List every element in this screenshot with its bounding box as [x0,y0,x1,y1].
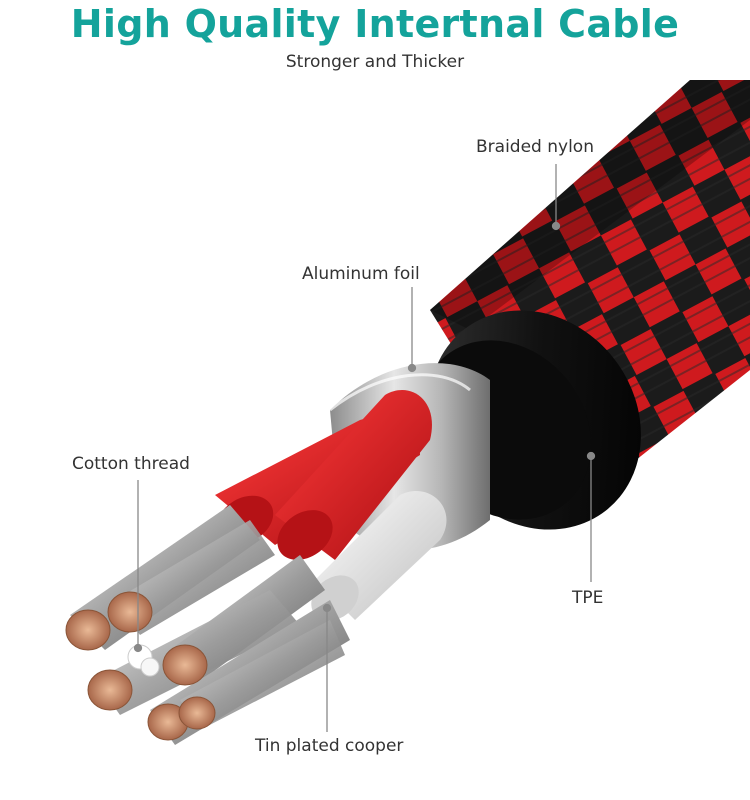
aluminum-foil-label: Aluminum foil [302,264,420,284]
braided-nylon-label: Braided nylon [476,137,594,157]
page-subtitle: Stronger and Thicker [285,52,465,72]
copper-strand-ends [65,591,216,741]
tpe-label: TPE [572,588,604,608]
cotton-thread [127,644,160,677]
callout-leaders [133,164,596,732]
cotton-thread-label: Cotton thread [72,454,190,474]
red-wire-lower [275,390,432,560]
page-title: High Quality Intertnal Cable [70,2,680,46]
tin-plated-label: Tin plated cooper [255,736,404,756]
